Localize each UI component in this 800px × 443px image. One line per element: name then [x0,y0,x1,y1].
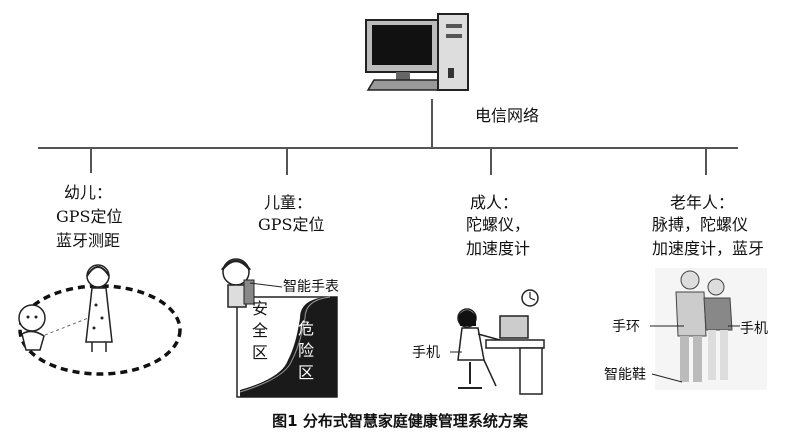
adult-line-1: 陀螺仪， [466,215,531,234]
child-title: 儿童： [264,193,313,212]
computer-icon [365,13,469,91]
branch-infant [90,147,92,173]
adult-device-label: 手机 [412,345,440,361]
elder-shoe-label: 智能鞋 [604,367,646,383]
child-device-label: 智能手表 [283,279,339,295]
elder-title: 老年人： [670,193,735,212]
elder-right-device-label: 手机 [740,321,768,337]
safe-zone-label: 安全区 [252,299,269,362]
branch-elder [705,147,707,175]
infant-line-1: GPS定位 [56,207,123,226]
figure-caption: 图1 分布式智慧家庭健康管理系统方案 [272,412,528,430]
elder-line-2: 加速度计，蓝牙 [652,239,765,258]
network-trunk [431,99,433,148]
branch-child [286,147,288,175]
infant-line-2: 蓝牙测距 [56,231,121,250]
danger-zone-label: 危险区 [298,319,315,382]
adult-line-2: 加速度计 [466,239,531,258]
child-line-1: GPS定位 [258,215,325,234]
network-bus [38,147,738,149]
network-label: 电信网络 [475,106,540,125]
elder-left-device-label: 手环 [612,319,640,335]
infant-title: 幼儿： [64,183,113,202]
branch-adult [490,147,492,175]
elder-line-1: 脉搏，陀螺仪 [652,215,749,234]
adult-title: 成人： [470,193,519,212]
